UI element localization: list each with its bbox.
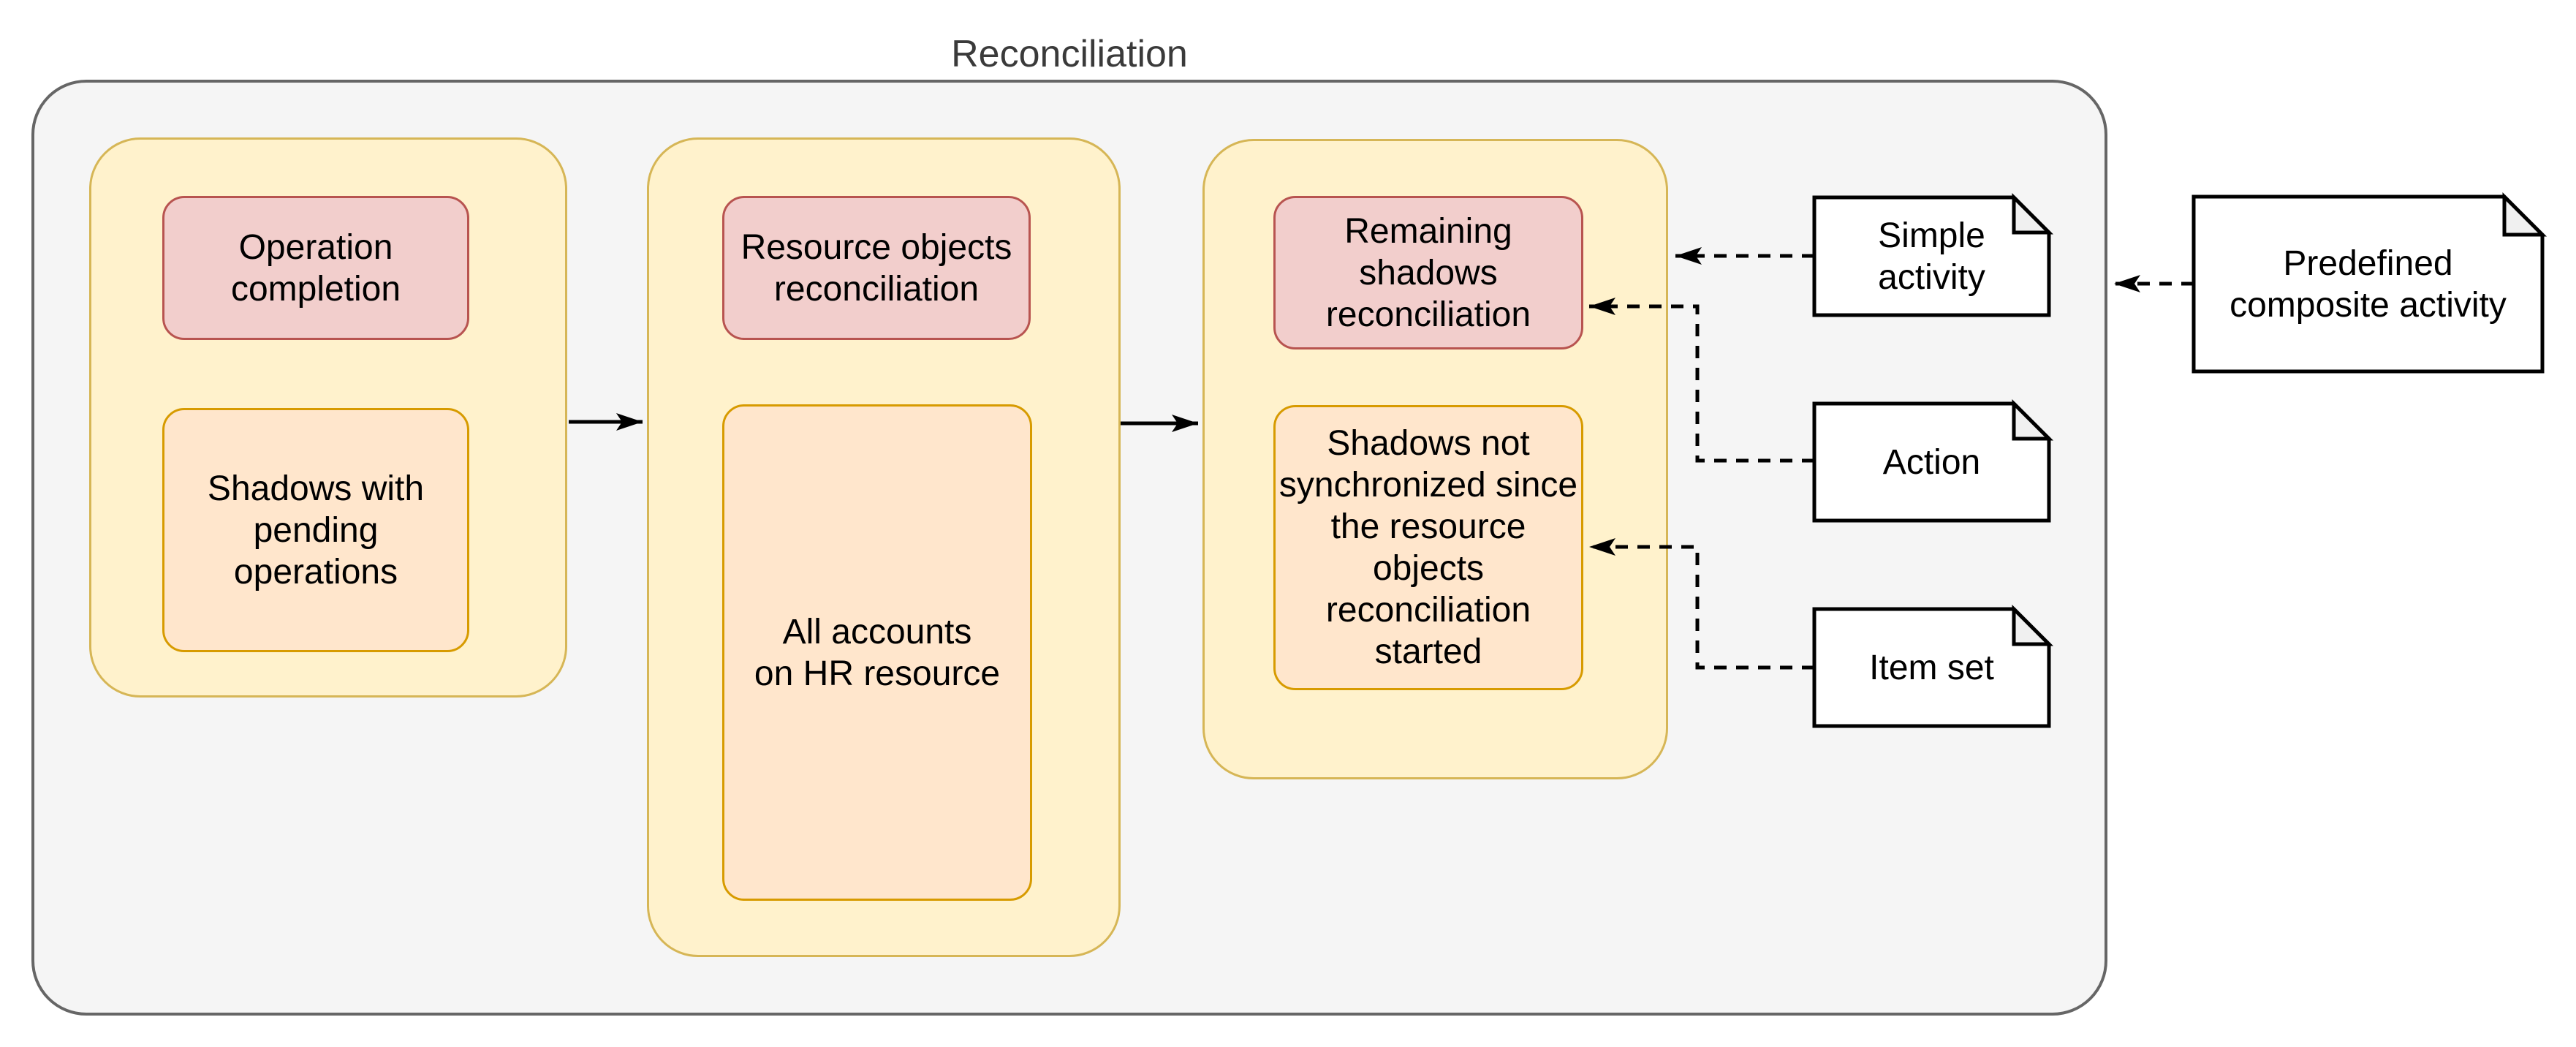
itemset-box-shadows-not-synchronized: Shadows not synchronized since the resou… xyxy=(1273,405,1583,690)
note-item-set: Item set xyxy=(1812,604,2054,728)
note-outline xyxy=(1812,401,2051,523)
note-simple-activity: Simple activity xyxy=(1812,192,2054,317)
note-label: Item set xyxy=(1869,648,1994,687)
folded-corner-icon xyxy=(2012,192,2054,235)
note-outline xyxy=(1812,607,2051,728)
folded-corner-icon xyxy=(2502,192,2547,237)
activity-box-operation-completion: Operation completion xyxy=(162,196,469,340)
note-shape xyxy=(1812,398,2054,523)
folded-corner-icon xyxy=(2012,604,2054,646)
note-label: Predefined composite activity xyxy=(2230,243,2507,325)
itemset-box-shadows-pending: Shadows with pending operations xyxy=(162,408,469,652)
note-action: Action xyxy=(1812,398,2054,523)
note-outline xyxy=(2192,194,2545,374)
diagram-title: Reconciliation xyxy=(951,33,1188,75)
note-shape xyxy=(1812,604,2054,728)
note-predefined-composite-activity: Predefined composite activity xyxy=(2192,192,2547,374)
activity-box-remaining-shadows: Remaining shadows reconciliation xyxy=(1273,196,1583,349)
folded-corner-icon xyxy=(2012,398,2054,441)
note-shape xyxy=(2192,192,2547,374)
itemset-box-all-accounts: All accounts on HR resource xyxy=(722,404,1032,901)
note-shape xyxy=(1812,192,2054,317)
activity-box-resource-objects: Resource objects reconciliation xyxy=(722,196,1031,340)
note-label: Action xyxy=(1882,442,1981,482)
note-outline xyxy=(1812,195,2051,317)
note-label: Simple activity xyxy=(1878,216,1985,297)
